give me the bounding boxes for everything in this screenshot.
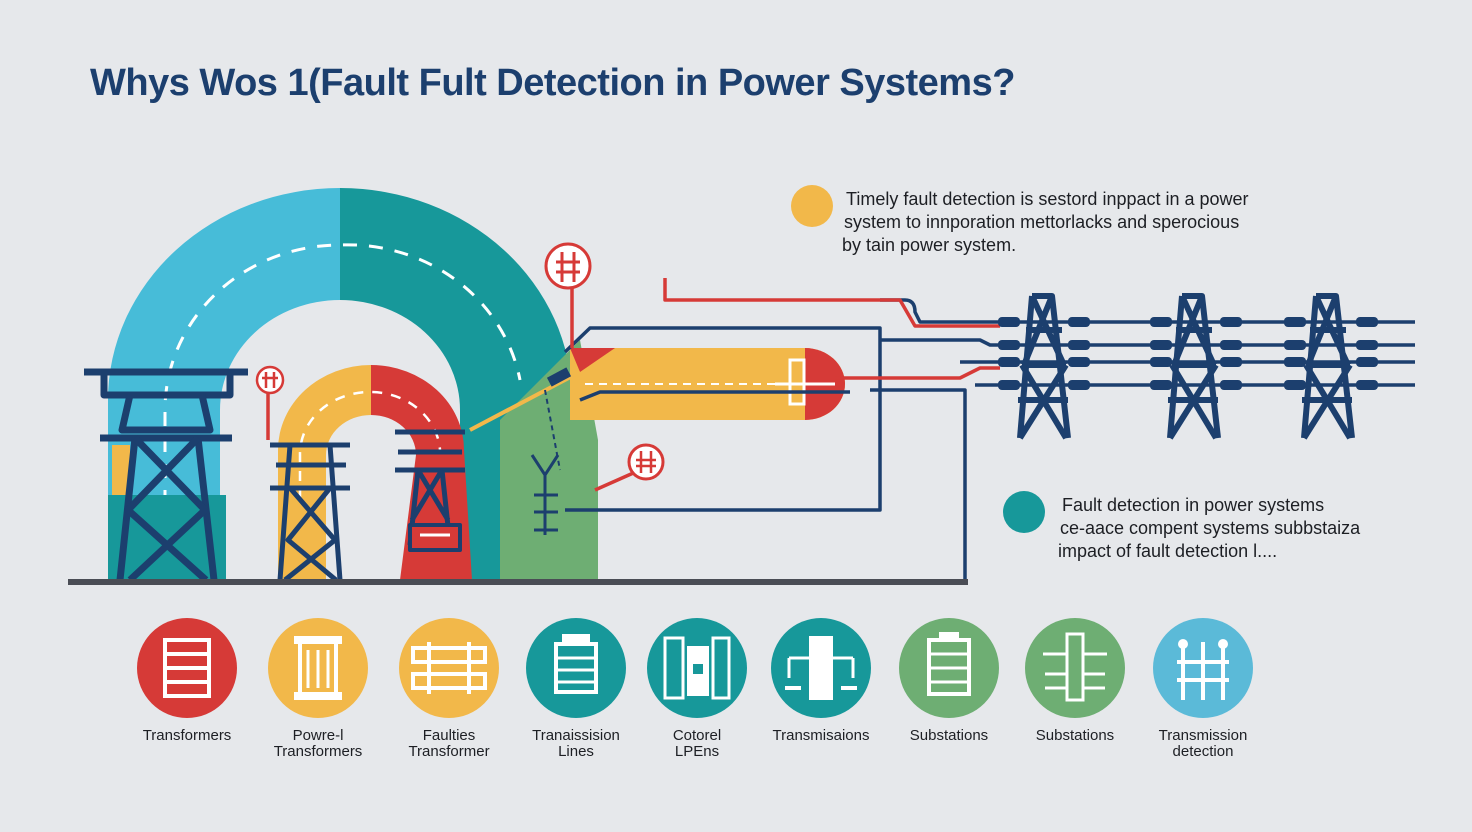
category-label: Transformers bbox=[117, 728, 257, 744]
note-dot-top bbox=[791, 185, 833, 227]
note-top-line: by tain power system. bbox=[842, 235, 1017, 255]
fault-indicator-icon bbox=[544, 242, 592, 290]
category-label-line: Powre-l bbox=[292, 727, 344, 744]
outer-arch-left bbox=[108, 188, 340, 580]
transmission-lines-icon bbox=[526, 618, 626, 718]
category-label-line: Faulties bbox=[422, 727, 476, 744]
transformer-icon bbox=[137, 618, 237, 718]
red-wires bbox=[266, 278, 1000, 492]
transmission-tower-icon bbox=[1167, 293, 1221, 440]
faults-transformer-icon bbox=[399, 618, 499, 718]
category-label-line: Tranaissision bbox=[532, 727, 620, 744]
left-yellow-block bbox=[112, 445, 130, 495]
note-top-line: Timely fault detection is sestord inppac… bbox=[846, 189, 1249, 209]
category-label-line: detection bbox=[1172, 743, 1234, 760]
category-label-line: Substations bbox=[1035, 727, 1115, 744]
transmission-tower-icon bbox=[84, 368, 248, 583]
category-label-line: Cotorel bbox=[672, 727, 722, 744]
note-top-line: system to innporation mettorlacks and sp… bbox=[844, 212, 1240, 232]
detection-icon bbox=[1153, 618, 1253, 718]
note-bottom-line: Fault detection in power systems bbox=[1062, 495, 1325, 515]
note-dot-bottom bbox=[1003, 491, 1045, 533]
transmission-tower-icon bbox=[270, 442, 350, 582]
category-item: Transformers bbox=[117, 618, 257, 744]
transmission-tower-icon bbox=[1017, 293, 1071, 440]
arch-dashed-path bbox=[163, 243, 522, 530]
sensor-device-icon bbox=[530, 454, 560, 535]
transmission-tower-icon bbox=[395, 429, 465, 552]
transmission-tower-icon bbox=[1301, 293, 1355, 440]
substation-icon bbox=[899, 618, 999, 718]
power-transformer-icon bbox=[268, 618, 368, 718]
category-label-line: Transformers bbox=[142, 727, 232, 744]
ground-line bbox=[68, 579, 968, 585]
substation-grid-icon bbox=[1025, 618, 1125, 718]
category-label-line: Substations bbox=[909, 727, 989, 744]
cylinder-connector-icon bbox=[775, 358, 835, 406]
insulator-icon bbox=[998, 317, 1378, 390]
fault-indicator-icon bbox=[255, 365, 285, 395]
probe-tip bbox=[546, 367, 572, 387]
category-label-line: Transmission bbox=[1158, 727, 1248, 744]
inner-arch-dashed-path bbox=[298, 390, 442, 500]
category-label-line: Lines bbox=[558, 743, 594, 760]
fault-indicator-icon bbox=[627, 443, 665, 481]
category-label: Transmisaions bbox=[751, 728, 891, 744]
note-top: Timely fault detection is sestord inppac… bbox=[842, 188, 1249, 257]
note-bottom-line: ce-aace compent systems subbstaiza bbox=[1060, 518, 1361, 538]
probe-line bbox=[469, 370, 581, 432]
cylinder-red-top bbox=[570, 348, 615, 372]
category-label-line: LPEns bbox=[674, 743, 720, 760]
category-label: Substations bbox=[1005, 728, 1145, 744]
note-bottom-line: impact of fault detection l.... bbox=[1058, 541, 1278, 561]
category-label-line: Transformer bbox=[408, 743, 490, 760]
category-item: Transmisaions bbox=[751, 618, 891, 744]
transmission-icon bbox=[771, 618, 871, 718]
cylinder-body bbox=[570, 348, 845, 420]
category-item: Substations bbox=[1005, 618, 1145, 744]
category-item: Substations bbox=[879, 618, 1019, 744]
control-panel-icon bbox=[647, 618, 747, 718]
page-title: Whys Wos 1(Fault Fult Detection in Power… bbox=[90, 62, 1015, 104]
category-label: Substations bbox=[879, 728, 1019, 744]
note-bottom: Fault detection in power systems ce-aace… bbox=[1058, 494, 1360, 563]
category-label-line: Transformers bbox=[273, 743, 363, 760]
category-label-line: Transmisaions bbox=[772, 727, 870, 744]
